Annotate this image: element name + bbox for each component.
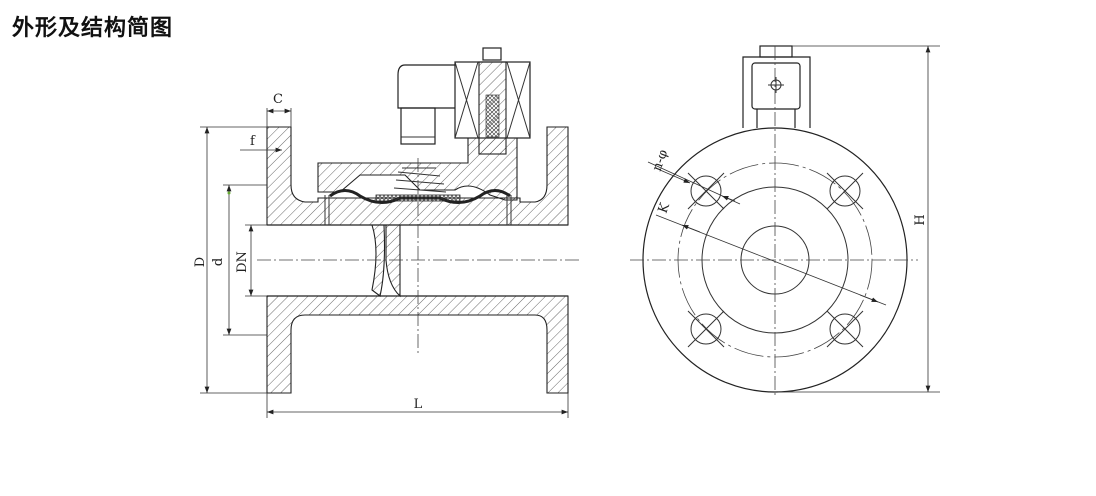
dimension-C: C — [266, 92, 292, 127]
lower-body-section — [266, 295, 569, 394]
bonnet-section — [317, 137, 518, 201]
side-view: n-φ K H — [630, 45, 940, 395]
label-K: K — [656, 201, 674, 216]
label-n-phi: n-φ — [650, 148, 672, 174]
bolt-holes — [687, 172, 864, 348]
dimension-n-phi: n-φ — [647, 148, 741, 205]
label-d: d — [211, 258, 226, 266]
dimension-H: H — [778, 45, 940, 393]
label-C: C — [273, 92, 283, 107]
page-title: 外形及结构简图 — [12, 15, 174, 41]
label-L: L — [414, 397, 423, 412]
label-DN: DN — [235, 251, 250, 273]
solenoid-coil — [454, 47, 531, 155]
label-H: H — [913, 214, 928, 225]
main-spring — [393, 167, 447, 193]
dimension-L: L — [266, 393, 569, 418]
dimension-K: K — [656, 201, 887, 306]
label-f: f — [250, 134, 256, 149]
dimension-d: d — [211, 184, 267, 336]
connector-plug — [397, 64, 455, 145]
front-section-view: C f D d DN L — [193, 47, 580, 418]
dimension-f: f — [240, 134, 282, 153]
dimension-D: D — [193, 126, 267, 394]
dimension-DN: DN — [235, 224, 267, 297]
solenoid-head — [742, 45, 811, 128]
label-D: D — [193, 257, 208, 267]
